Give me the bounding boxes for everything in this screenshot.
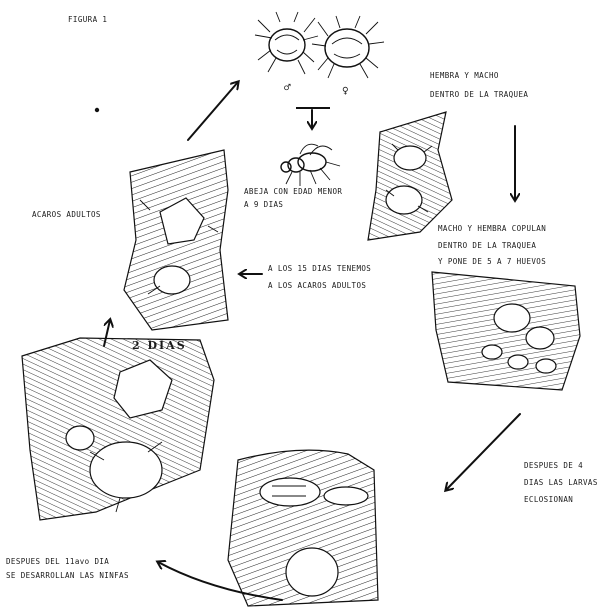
female-symbol: ♀ (342, 85, 349, 97)
young-bee-illustration (281, 144, 340, 186)
trachea-nymphs-panel (22, 338, 214, 520)
trachea-mating-eggs-panel (432, 272, 580, 390)
trachea-adult-mites-panel (124, 150, 228, 330)
male-symbol: ♂ (284, 82, 291, 94)
trachea-male-female-panel (368, 112, 452, 240)
arrow-down-left (446, 414, 520, 490)
figure-label: FIGURA 1 (68, 14, 107, 26)
male-female-mites-illustration (255, 12, 384, 78)
female-mite (312, 16, 384, 78)
label-adult-mites: ACAROS ADULTOS (32, 209, 101, 221)
label-two-days: 2 DIAS (132, 340, 187, 352)
arrow-to-top (188, 82, 238, 140)
trachea-larvae-panel (228, 450, 378, 606)
stray-dot (95, 108, 99, 112)
male-mite (255, 12, 318, 74)
